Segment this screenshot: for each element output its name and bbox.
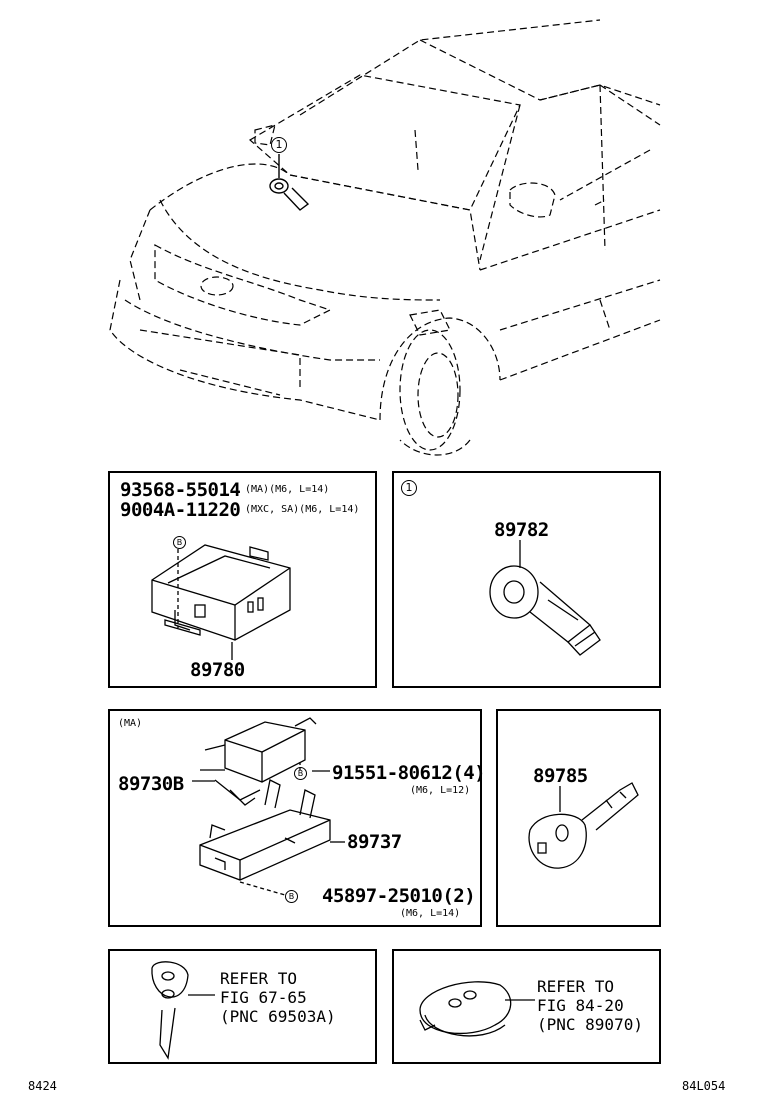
panel-refer-key: REFER TO FIG 67-65 (PNC 69503A) xyxy=(108,949,377,1064)
bolt-spec-2: (MXC, SA)(M6, L=14) xyxy=(245,504,360,515)
part-number-89782: 89782 xyxy=(494,519,549,541)
footer-right-code: 84L054 xyxy=(682,1079,726,1093)
bolt-part-number-b: 45897-25010(2) xyxy=(322,885,476,907)
bolt-spec-1: (MA)(M6, L=14) xyxy=(245,484,330,495)
bolt-part-number-1: 93568-55014 xyxy=(120,479,241,501)
panel-refer-transmitter: REFER TO FIG 84-20 (PNC 89070) xyxy=(392,949,661,1064)
callout-1-box: 1 xyxy=(401,480,417,496)
refer-text-transmitter: REFER TO FIG 84-20 (PNC 89070) xyxy=(537,977,643,1034)
bolt-spec-a: (M6, L=12) xyxy=(410,785,471,796)
panel-89782: 1 89782 xyxy=(392,471,661,688)
bolt-part-number-a: 91551-80612(4) xyxy=(332,762,486,784)
bolt-spec-b: (M6, L=14) xyxy=(400,908,461,919)
refer-text-key: REFER TO FIG 67-65 (PNC 69503A) xyxy=(220,969,336,1026)
panel-ma-bracket: (MA) 89730B B 91551-80612(4) (M6, L=12) … xyxy=(108,709,486,927)
bolt-symbol-b: B xyxy=(285,890,298,903)
callout-1: 1 xyxy=(271,137,287,153)
footer-left-code: 8424 xyxy=(28,1079,57,1093)
variant-label: (MA) xyxy=(118,718,143,729)
part-number-89785: 89785 xyxy=(533,765,588,787)
part-number-89730b: 89730B xyxy=(118,773,184,795)
bolt-part-number-2: 9004A-11220 xyxy=(120,499,241,521)
part-number-89737: 89737 xyxy=(347,831,402,853)
vehicle-illustration xyxy=(109,19,661,456)
part-number-89780: 89780 xyxy=(190,659,245,681)
bolt-symbol: B xyxy=(173,536,186,549)
